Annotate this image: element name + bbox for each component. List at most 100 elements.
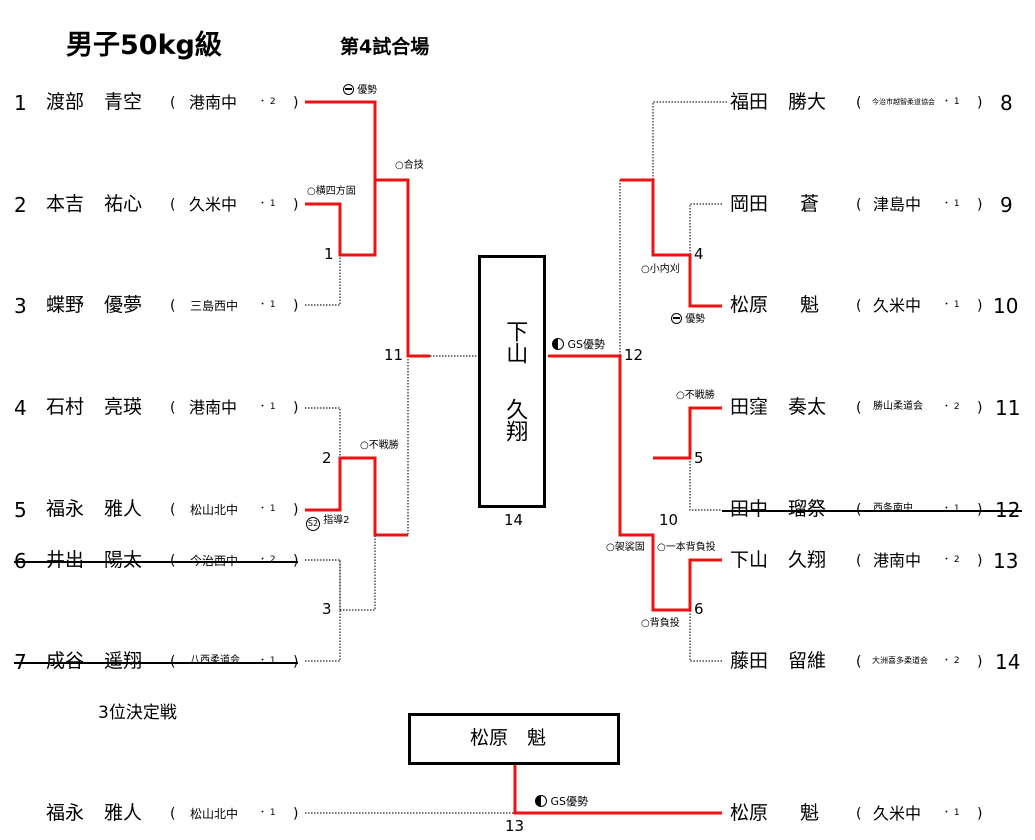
paren-open: ( [856,298,862,314]
player-team: 港南中 [873,551,922,570]
third-place-winner: 松原 魁 [470,727,547,749]
paren-close: ) [293,400,299,416]
player-grade: ・ 1 [942,808,960,818]
player-given-name: 雅人 [104,802,143,824]
match-number: 14 [504,511,524,529]
player-team: 港南中 [189,398,238,417]
result-label: GS優勢 [535,795,588,807]
player-seed: 2 [14,193,27,217]
player-family-name: 井出 [46,549,85,571]
paren-close: ) [293,95,299,111]
player-given-name: 優夢 [104,294,143,316]
player-family-name: 田中 [730,498,769,520]
result-label: ○一本背負投 [657,542,716,553]
player-given-name: 遥翔 [104,650,143,672]
player-team: 西条南中 [873,503,913,514]
player-family-name: 藤田 [730,650,769,672]
paren-open: ( [170,806,176,822]
result-label: ○小内刈 [641,264,680,275]
player-seed: 1 [14,91,27,115]
result-label: ○背負投 [641,618,680,629]
paren-open: ( [170,95,176,111]
champion-given-name: 久翔 [502,398,528,442]
player-given-name: 亮瑛 [104,396,143,418]
player-team: 勝山柔道会 [873,401,923,412]
player-family-name: 蝶野 [46,294,85,316]
player-grade: ・ 1 [942,504,960,514]
paren-close: ) [977,553,983,569]
player-given-name: 祐心 [104,193,143,215]
paren-open: ( [170,197,176,213]
player-given-name: 魁 [800,802,820,824]
player-grade: ・ 2 [942,555,960,565]
shido-icon: S2 [306,517,320,531]
player-seed: 4 [14,396,27,420]
player-grade: ・ 1 [258,199,276,209]
result-label: 優勢 [671,313,705,325]
player-grade: ・ 1 [258,402,276,412]
player-given-name: 魁 [800,294,820,316]
player-given-name: 奏太 [788,396,827,418]
player-team: 津島中 [873,195,922,214]
paren-open: ( [856,553,862,569]
result-label: ○袈裟固 [606,542,645,553]
player-family-name: 渡部 [46,91,85,113]
paren-close: ) [977,654,983,670]
player-grade: ・ 2 [942,402,960,412]
champion-family-name: 下山 [502,320,528,364]
result-label: ○横四方固 [307,186,356,197]
player-family-name: 田窪 [730,396,769,418]
player-grade: ・ 1 [942,300,960,310]
player-given-name: 留維 [788,650,827,672]
withdrawn-strike [722,510,1022,512]
champion-box [478,255,546,508]
paren-open: ( [856,95,862,111]
match-number: 10 [659,511,679,529]
player-family-name: 下山 [730,549,769,571]
paren-close: ) [293,806,299,822]
match-number: 6 [694,600,704,618]
paren-close: ) [293,197,299,213]
player-given-name: 瑠祭 [788,498,827,520]
player-team: 久米中 [873,804,922,823]
match-number: 12 [624,346,644,364]
player-grade: ・ 1 [258,808,276,818]
paren-open: ( [856,806,862,822]
paren-open: ( [856,400,862,416]
player-team: 久米中 [873,296,922,315]
paren-open: ( [856,197,862,213]
player-seed: 11 [995,396,1021,420]
player-family-name: 福永 [46,802,85,824]
paren-close: ) [293,298,299,314]
withdrawn-strike [14,662,298,664]
player-family-name: 松原 [730,802,769,824]
player-team: 今治市越智柔道協会 [872,98,935,106]
match-number: 4 [694,245,704,263]
player-given-name: 蒼 [800,193,820,215]
page-title: 男子50kg級 [66,30,222,61]
match-number: 5 [694,449,704,467]
player-family-name: 福永 [46,498,85,520]
paren-open: ( [170,400,176,416]
player-grade: ・ 1 [258,504,276,514]
paren-close: ) [977,806,983,822]
paren-close: ) [977,298,983,314]
player-family-name: 松原 [730,294,769,316]
result-label: ○不戦勝 [676,390,715,401]
player-team: 久米中 [189,195,238,214]
match-number: 3 [322,600,332,618]
player-family-name: 本吉 [46,193,85,215]
player-seed: 3 [14,294,27,318]
result-label: 優勢 [343,84,377,96]
result-label: S2 指導2 [306,516,350,531]
match-number: 11 [384,346,404,364]
player-grade: ・ 2 [942,656,960,666]
match-number: 13 [505,817,525,835]
result-label: GS優勢 [552,338,605,350]
player-family-name: 成谷 [46,650,85,672]
result-label: ○合技 [395,160,424,171]
player-grade: ・ 2 [258,555,276,565]
paren-open: ( [170,298,176,314]
player-given-name: 久翔 [788,549,827,571]
